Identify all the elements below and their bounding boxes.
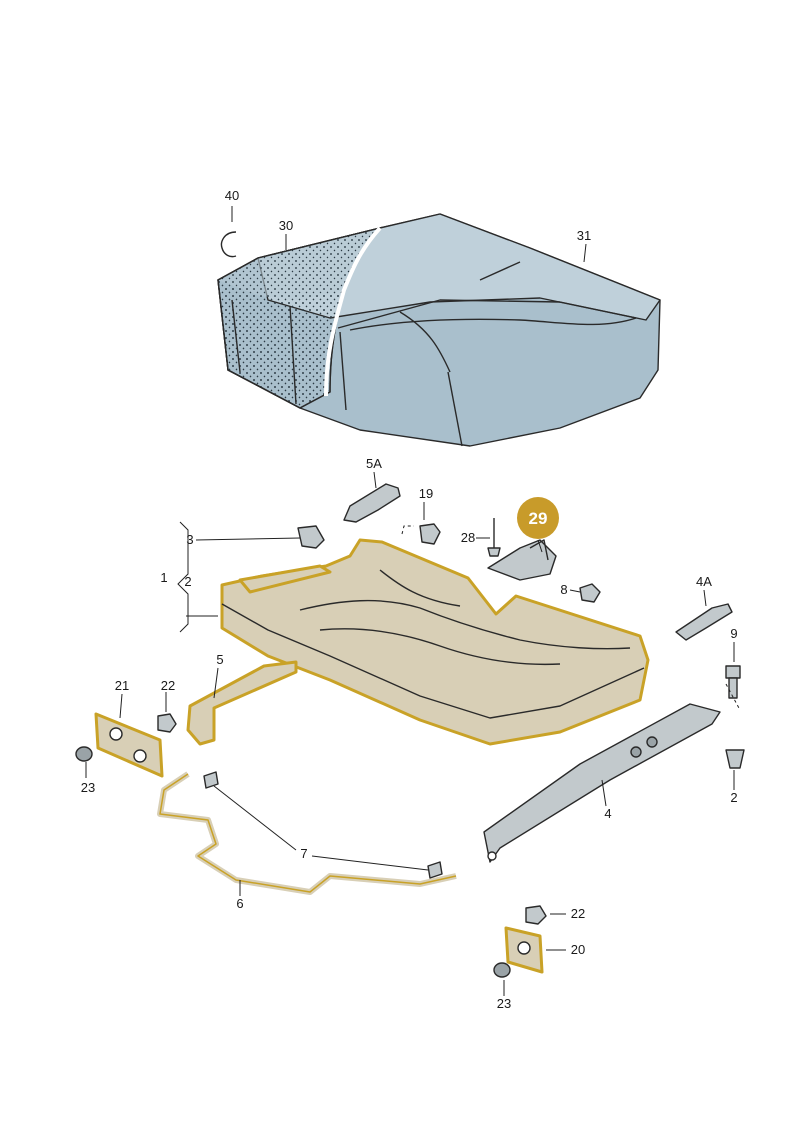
bracket-5A [343, 483, 401, 523]
plate-20 [504, 926, 544, 974]
label-23-right: 23 [497, 996, 511, 1011]
label-28: 28 [461, 530, 475, 545]
label-22-left: 22 [161, 678, 175, 693]
label-7: 7 [300, 846, 307, 861]
bushing-2 [725, 749, 745, 769]
clip-19 [419, 523, 441, 545]
cap-23-right [493, 962, 511, 978]
bolt-9 [725, 665, 741, 699]
label-4: 4 [604, 806, 611, 821]
label-22-right: 22 [571, 906, 585, 921]
label-6: 6 [236, 896, 243, 911]
label-5: 5 [216, 652, 223, 667]
cap-23-left [75, 746, 93, 762]
bracket-4A [675, 603, 733, 641]
badge-29: 29 [517, 497, 559, 553]
nut-22-left [157, 713, 177, 733]
label-40: 40 [225, 188, 239, 203]
seat-cushion [217, 213, 661, 447]
bracket-5 [186, 660, 298, 746]
bracket-29 [487, 539, 557, 581]
screw-28 [487, 518, 501, 557]
label-3: 3 [186, 532, 193, 547]
label-30: 30 [279, 218, 293, 233]
wire-clip-7 [203, 771, 443, 879]
label-2-right: 2 [730, 790, 737, 805]
clip-40 [220, 231, 237, 258]
label-5A: 5A [366, 456, 382, 471]
label-19: 19 [419, 486, 433, 501]
label-23-left: 23 [81, 780, 95, 795]
seat-pan-frame [220, 538, 650, 746]
label-31: 31 [577, 228, 591, 243]
leader-lines [85, 206, 741, 996]
label-9: 9 [730, 626, 737, 641]
wire-6 [157, 771, 457, 895]
label-20: 20 [571, 942, 585, 957]
nut-22-right [525, 905, 547, 925]
label-2-group: 2 [184, 574, 191, 589]
plate-21 [94, 712, 164, 778]
label-1: 1 [160, 570, 167, 585]
label-21: 21 [115, 678, 129, 693]
label-8: 8 [560, 582, 567, 597]
part-labels: 40 30 31 5A 19 28 3 1 2 8 4A 9 5 21 22 2… [81, 188, 738, 1011]
svg-text:29: 29 [529, 509, 548, 528]
label-4A: 4A [696, 574, 712, 589]
clip-3 [297, 525, 325, 549]
nut-8 [579, 583, 601, 603]
